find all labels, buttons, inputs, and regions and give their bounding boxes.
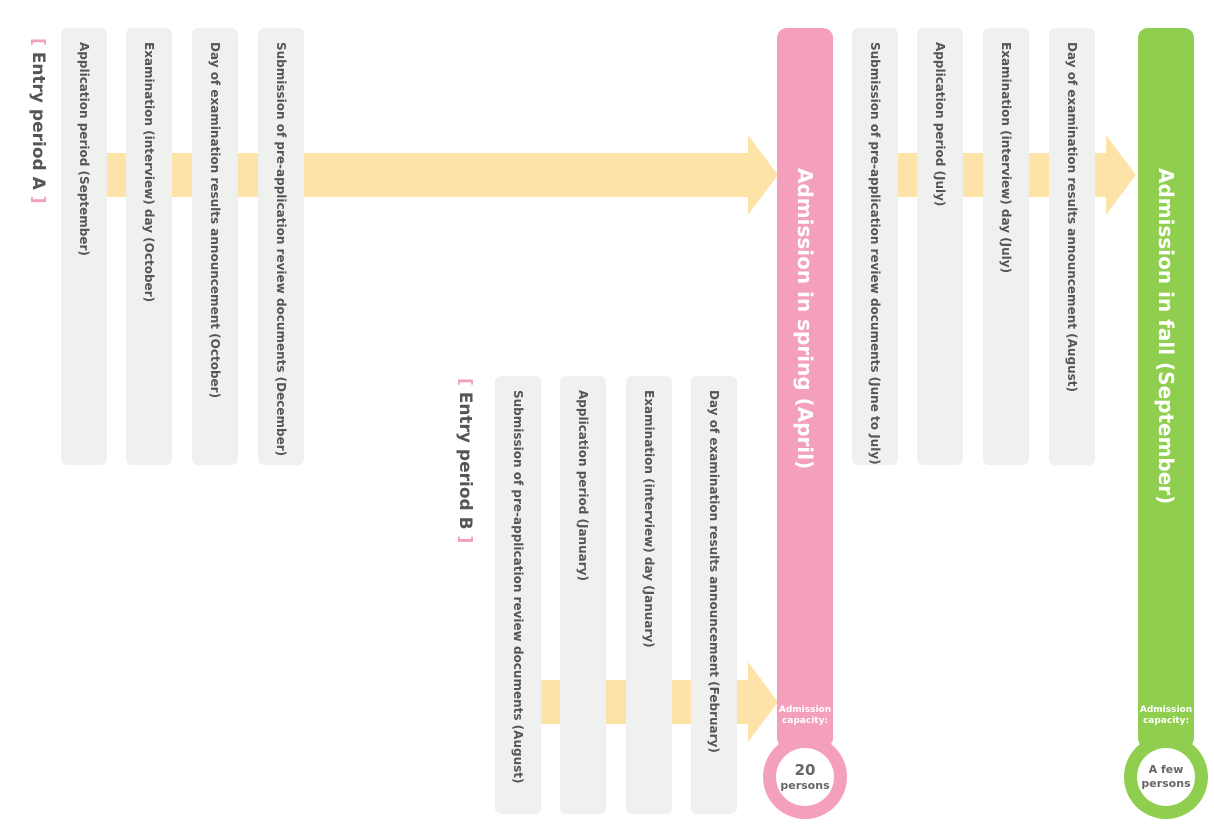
entry-period-a-label: Entry period A: [28, 51, 48, 190]
period-a-step-4: Submission of pre-application review doc…: [258, 28, 304, 465]
step-label: Submission of pre-application review doc…: [868, 42, 882, 465]
fall-step-2: Application period (July): [917, 28, 963, 465]
step-label: Application period (July): [933, 42, 947, 207]
entry-period-b-label: Entry period B: [455, 391, 475, 530]
admission-spring-bar: Admission in spring (April): [777, 28, 833, 748]
step-label: Submission of pre-application review doc…: [511, 390, 525, 784]
fall-step-4: Day of examination results announcement …: [1049, 28, 1095, 465]
period-b-step-4: Day of examination results announcement …: [691, 376, 737, 814]
period-a-step-2: Examination (interview) day (October): [126, 28, 172, 465]
step-label: Day of examination results announcement …: [208, 42, 222, 399]
arrow-period-a-head: [748, 135, 778, 215]
bracket-open: [: [455, 378, 475, 386]
admission-spring-title: Admission in spring (April): [793, 168, 817, 470]
spring-capacity-unit: persons: [780, 779, 830, 792]
bracket-close: ]: [28, 195, 48, 204]
arrow-fall-head: [1106, 135, 1136, 215]
step-label: Submission of pre-application review doc…: [274, 42, 288, 457]
step-label: Day of examination results announcement …: [1065, 42, 1079, 392]
spring-capacity-label: Admission capacity:: [778, 705, 832, 726]
fall-capacity-circle: A few persons: [1137, 748, 1195, 806]
fall-capacity-line2: persons: [1141, 777, 1191, 790]
fall-step-3: Examination (interview) day (July): [983, 28, 1029, 465]
bracket-open: [: [28, 38, 48, 46]
fall-capacity-label: Admission capacity:: [1139, 705, 1193, 726]
entry-period-a-title: [ Entry period A ]: [28, 38, 48, 203]
step-label: Application period (January): [576, 390, 590, 581]
step-label: Examination (interview) day (January): [642, 390, 656, 648]
step-label: Examination (interview) day (October): [142, 42, 156, 303]
period-b-step-2: Application period (January): [560, 376, 606, 814]
admission-fall-title: Admission in fall (September): [1154, 168, 1178, 505]
period-a-step-3: Day of examination results announcement …: [192, 28, 238, 465]
step-label: Day of examination results announcement …: [707, 390, 721, 753]
arrow-period-b-head: [748, 662, 778, 742]
bracket-close: ]: [455, 535, 475, 544]
period-b-step-3: Examination (interview) day (January): [626, 376, 672, 814]
period-b-step-1: Submission of pre-application review doc…: [495, 376, 541, 814]
admission-fall-bar: Admission in fall (September): [1138, 28, 1194, 748]
entry-period-b-title: [ Entry period B ]: [455, 378, 475, 543]
step-label: Examination (interview) day (July): [999, 42, 1013, 274]
spring-capacity-circle: 20 persons: [776, 748, 834, 806]
spring-capacity-number: 20: [794, 761, 816, 779]
period-a-step-1: Application period (September): [61, 28, 107, 465]
fall-step-1: Submission of pre-application review doc…: [852, 28, 898, 465]
fall-capacity-line1: A few: [1148, 763, 1184, 776]
step-label: Application period (September): [77, 42, 91, 256]
